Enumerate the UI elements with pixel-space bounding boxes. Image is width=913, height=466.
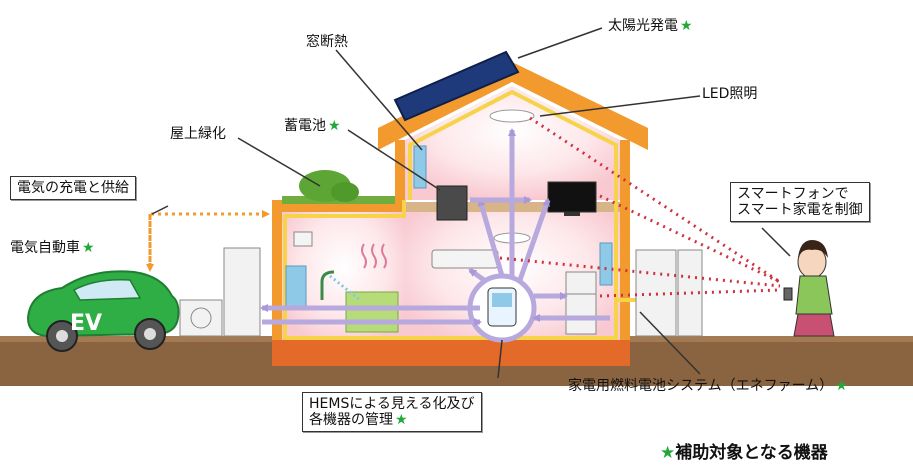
label-enefarm-text: 家電用燃料電池システム（エネファーム） xyxy=(568,378,834,394)
label-hems: HEMSによる見える化及び 各機器の管理★ xyxy=(302,392,482,433)
shower-water xyxy=(329,274,361,302)
storage-battery xyxy=(436,185,468,221)
footnote-subsidy: ★補助対象となる機器 xyxy=(658,438,828,463)
tv-stand xyxy=(564,212,580,216)
label-hems-line2-wrap: 各機器の管理★ xyxy=(309,412,475,428)
ev-car xyxy=(26,270,180,352)
refrigerator xyxy=(565,271,597,335)
label-smartphone-line1: スマートフォンで xyxy=(737,186,849,202)
star-icon: ★ xyxy=(82,240,95,256)
window-insulation-right xyxy=(599,242,613,286)
label-led-text: LED照明 xyxy=(702,86,758,102)
label-battery-text: 蓄電池 xyxy=(284,118,326,134)
label-ev-charge-text: 電気の充電と供給 xyxy=(17,180,129,196)
label-ev-text: 電気自動車 xyxy=(10,240,80,256)
air-conditioner xyxy=(431,249,499,269)
controller-box xyxy=(293,231,313,247)
label-smartphone: スマートフォンで スマート家電を制御 xyxy=(730,182,870,223)
label-hems-line1: HEMSによる見える化及び xyxy=(309,396,475,412)
label-window-insulation-text: 窓断熱 xyxy=(306,34,348,50)
shower-pipe xyxy=(320,270,335,300)
led-light-upper xyxy=(489,109,535,123)
label-rooftop-green-text: 屋上緑化 xyxy=(170,126,226,142)
enefarm-unit-1 xyxy=(635,249,677,337)
heat-pump-unit xyxy=(179,299,223,337)
label-solar: 太陽光発電★ xyxy=(608,18,693,34)
rooftop-bush xyxy=(331,182,359,202)
label-smartphone-line2: スマート家電を制御 xyxy=(737,202,863,219)
label-solar-text: 太陽光発電 xyxy=(608,18,678,34)
foundation xyxy=(272,340,630,366)
window-insulation-upper xyxy=(413,145,427,189)
steam xyxy=(361,243,387,269)
star-icon: ★ xyxy=(395,412,408,429)
footnote-star-icon: ★ xyxy=(660,443,676,463)
solar-panel xyxy=(393,50,520,122)
remote-control-lines xyxy=(499,116,781,298)
label-window-insulation: 窓断熱 xyxy=(306,34,348,50)
bathtub xyxy=(345,291,399,333)
ev-car-text: EV xyxy=(70,311,102,336)
label-ev: 電気自動車★ xyxy=(10,240,95,256)
label-battery: 蓄電池★ xyxy=(284,118,341,134)
label-hems-line2: 各機器の管理 xyxy=(309,412,393,429)
heat-pump-fan xyxy=(190,307,212,329)
window-insulation-annex xyxy=(285,265,307,307)
footnote-text: 補助対象となる機器 xyxy=(675,443,828,463)
insulation-line xyxy=(283,89,618,340)
energy-flows xyxy=(260,128,610,326)
label-ev-charge: 電気の充電と供給 xyxy=(10,176,136,201)
supply-line-annex xyxy=(285,200,406,218)
hems-screen xyxy=(492,293,512,307)
water-heater-unit xyxy=(223,247,261,337)
star-icon: ★ xyxy=(328,118,341,134)
star-icon: ★ xyxy=(835,378,848,394)
label-rooftop-green: 屋上緑化 xyxy=(170,126,226,142)
leader-lines xyxy=(151,27,791,379)
label-led: LED照明 xyxy=(702,86,757,102)
person-with-smartphone xyxy=(783,240,835,337)
star-icon: ★ xyxy=(680,18,693,34)
tv xyxy=(547,181,597,213)
right-wall xyxy=(620,140,630,360)
label-enefarm: 家電用燃料電池システム（エネファーム）★ xyxy=(568,378,848,394)
ev-charge-line xyxy=(148,210,270,262)
